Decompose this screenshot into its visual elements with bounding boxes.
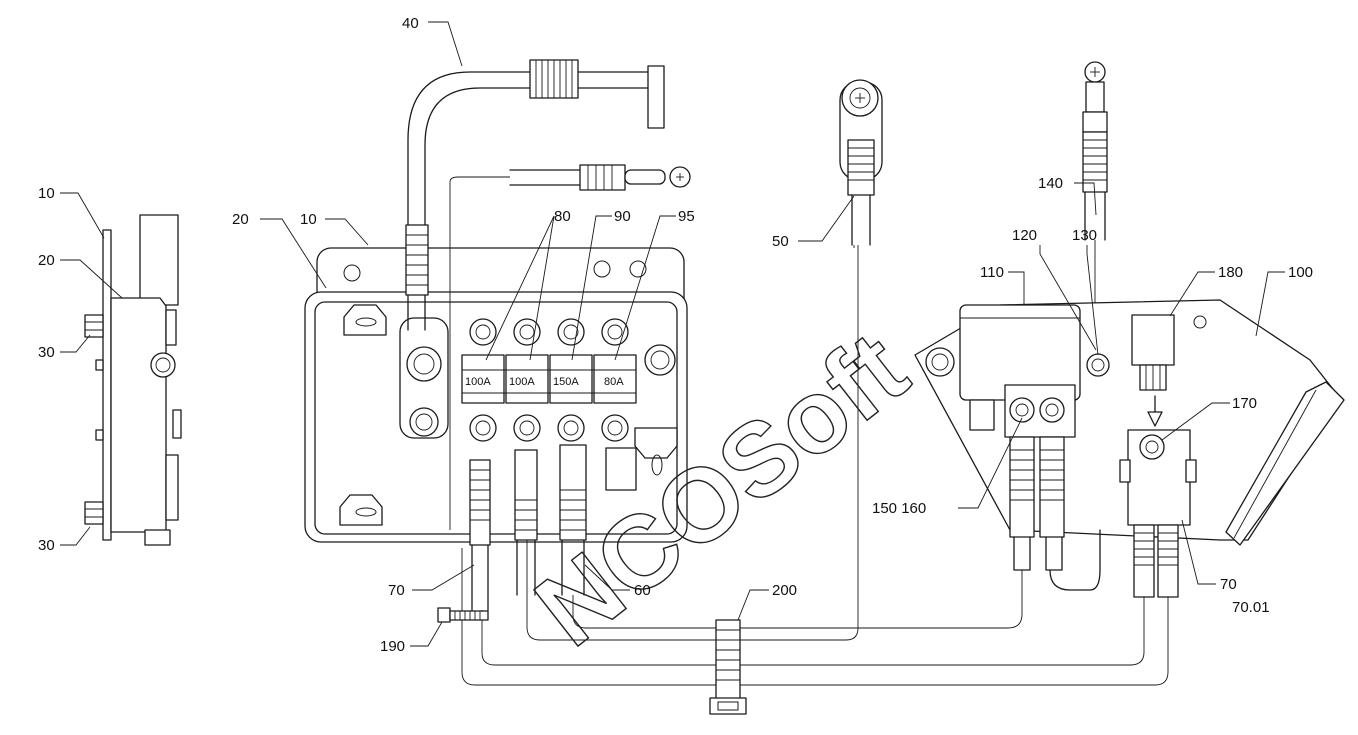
callout-30-bottom: 30 — [38, 537, 55, 554]
cable-40 — [405, 59, 665, 331]
callout-130: 130 — [1072, 227, 1097, 244]
callout-95: 95 — [678, 208, 695, 225]
callout-140: 140 — [1038, 175, 1063, 192]
callout-190: 190 — [380, 638, 405, 655]
fuse-label-3: 150A — [553, 376, 579, 388]
callout-110: 110 — [980, 264, 1004, 281]
cable-50 — [526, 79, 883, 641]
fuse-label-4: 80A — [604, 376, 624, 388]
leader-lines — [60, 21, 1285, 647]
fuse-block — [461, 354, 637, 404]
fuse-studs-bottom — [469, 414, 629, 442]
callout-200: 200 — [772, 582, 797, 599]
callout-10-side: 10 — [38, 185, 55, 202]
callout-70-left: 70 — [388, 582, 405, 599]
relay-plate — [914, 299, 1345, 598]
fuse-box: 100A 100A 150A 80A — [304, 247, 688, 543]
callout-labels: 40 10 20 30 30 20 10 80 90 95 50 140 120… — [38, 15, 1313, 655]
cable-tie-190 — [437, 607, 489, 623]
callout-20-box: 20 — [232, 211, 249, 228]
lower-harness — [437, 245, 1169, 715]
callout-70-01: 70.01 — [1232, 599, 1270, 616]
bolt-top — [84, 314, 104, 338]
callout-30-top: 30 — [38, 344, 55, 361]
bolt-bottom — [84, 501, 104, 525]
cable-tie-200 — [709, 619, 747, 715]
callout-20-side: 20 — [38, 252, 55, 269]
fuse-label-2: 100A — [509, 376, 535, 388]
callout-150-160: 150 160 — [872, 500, 926, 517]
cable-140 — [1082, 61, 1108, 305]
callout-70-right: 70 — [1220, 576, 1237, 593]
fuse-studs-top — [469, 318, 629, 346]
callout-60: 60 — [634, 582, 651, 599]
callout-10-box: 10 — [300, 211, 317, 228]
small-ring-cable — [449, 164, 691, 530]
callout-100: 100 — [1288, 264, 1313, 281]
callout-40: 40 — [402, 15, 419, 32]
callout-50: 50 — [772, 233, 789, 250]
fuse-label-1: 100A — [465, 376, 491, 388]
callout-90: 90 — [614, 208, 631, 225]
side-view-assembly — [84, 214, 182, 546]
callout-120: 120 — [1012, 227, 1037, 244]
callout-80: 80 — [554, 208, 571, 225]
callout-170: 170 — [1232, 395, 1257, 412]
callout-180: 180 — [1218, 264, 1243, 281]
